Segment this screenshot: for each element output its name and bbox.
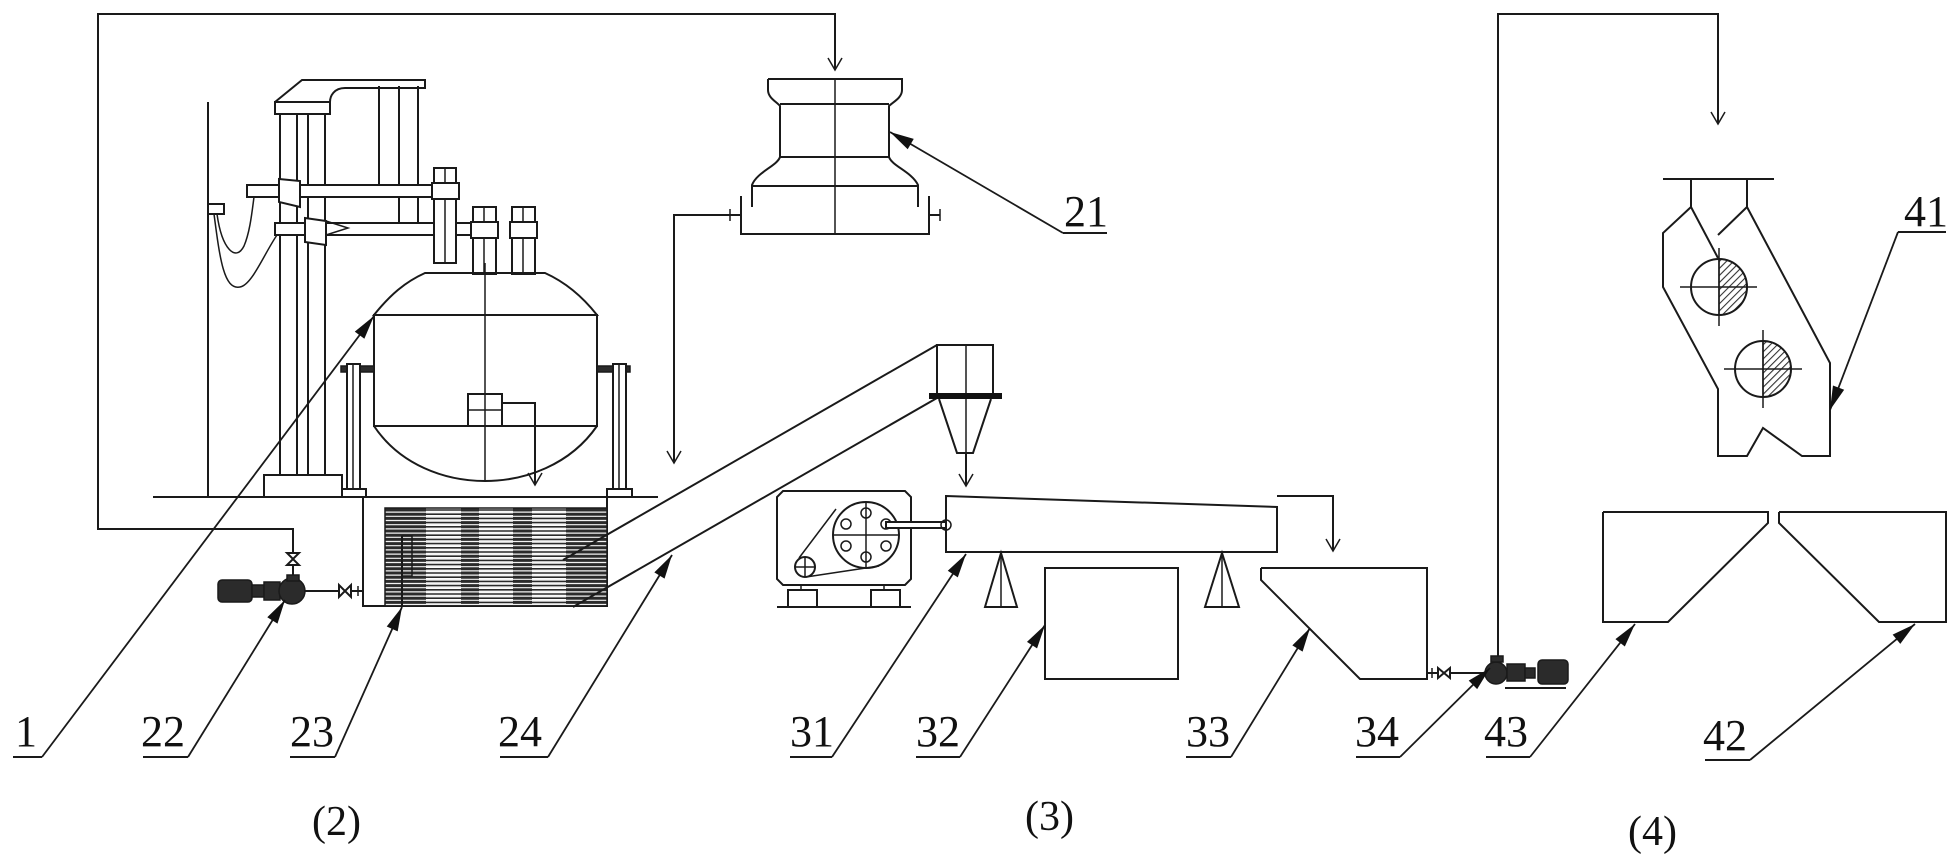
label-33: 33: [1186, 707, 1230, 756]
label-21: 21: [1064, 187, 1108, 236]
hopper-tank-33: [1261, 568, 1427, 679]
section-labels: (2) (3) (4): [312, 794, 1677, 855]
leader-arrowhead-31: [948, 554, 966, 577]
leader-arrowhead-21: [890, 132, 914, 149]
label-1: 1: [15, 707, 37, 756]
section-label-3: (3): [1025, 794, 1074, 840]
cyclone-discharge-line: [959, 453, 973, 486]
section-label-4: (4): [1628, 809, 1677, 855]
cyclone: [929, 345, 1002, 453]
leader-arrowhead-43: [1615, 624, 1635, 647]
mill-to-tank-line: [667, 215, 730, 463]
bin-42: [1779, 512, 1946, 622]
leader-arrowhead-33: [1292, 628, 1310, 652]
leader-line-41: [1830, 232, 1898, 410]
leader-line-43: [1530, 624, 1635, 757]
label-22: 22: [141, 707, 185, 756]
settling-tank-23: [363, 497, 607, 606]
roller-lower: [1724, 330, 1802, 408]
screen-drive: [777, 491, 951, 607]
pump-to-crusher-line: [1498, 14, 1725, 656]
return-line-to-mill: [98, 14, 842, 575]
leader-arrowhead-42: [1893, 624, 1915, 644]
leader-arrowhead-1: [355, 316, 374, 339]
label-32: 32: [916, 707, 960, 756]
settling-plates: [385, 508, 607, 606]
pump-34: [1427, 656, 1568, 688]
section-label-2: (2): [312, 799, 361, 845]
bin-43: [1603, 512, 1768, 622]
leader-arrowhead-22: [267, 600, 285, 624]
screen-to-hopper-line: [1277, 496, 1340, 551]
leader-line-23: [335, 607, 402, 757]
label-42: 42: [1703, 711, 1747, 760]
label-43: 43: [1484, 707, 1528, 756]
leader-arrowhead-41: [1830, 385, 1844, 410]
leader-arrowhead-32: [1027, 625, 1045, 648]
label-41: 41: [1904, 187, 1948, 236]
roller-upper: [1680, 248, 1757, 326]
vibrating-screen-31: [946, 496, 1277, 607]
pump-22: [218, 529, 363, 604]
leader-arrowhead-23: [387, 607, 402, 631]
label-34: 34: [1355, 707, 1399, 756]
leader-line-42: [1750, 624, 1915, 760]
mill-21: [730, 79, 940, 234]
reactor-vessel-1: [153, 80, 658, 497]
label-23: 23: [290, 707, 334, 756]
label-24: 24: [498, 707, 542, 756]
roller-crusher-41: [1663, 179, 1830, 456]
label-31: 31: [790, 707, 834, 756]
reference-labels: 1 22 23 24 31 32 33 34 43 42 21 41: [15, 187, 1948, 760]
leader-line-22: [188, 600, 285, 757]
collection-box-32: [1045, 568, 1178, 679]
